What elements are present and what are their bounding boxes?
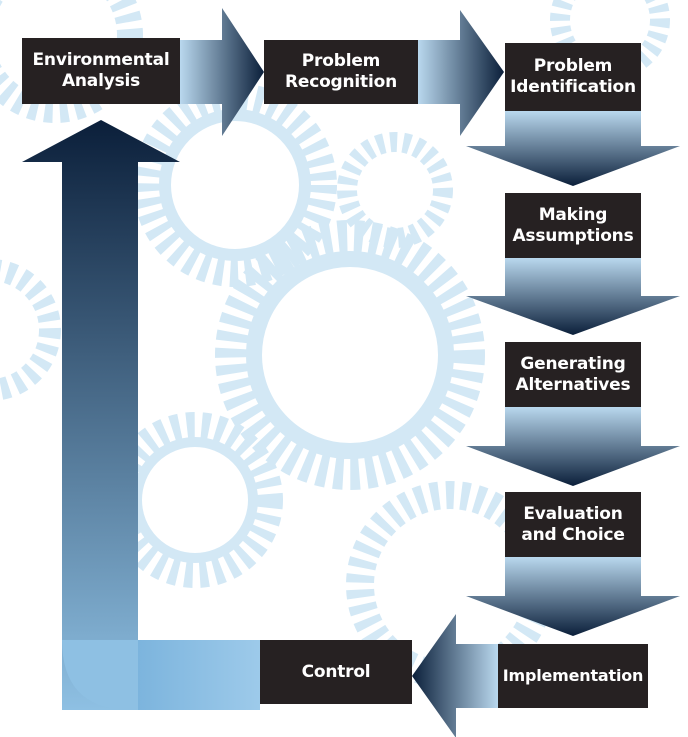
gear-icon [107, 412, 283, 588]
arrow-to-implementation [466, 557, 680, 636]
step-implementation: Implementation [498, 644, 648, 708]
arrow-to-problem-identification [418, 10, 504, 136]
arrow-to-making-assumptions [466, 111, 680, 186]
return-path-up-arrow [22, 120, 180, 710]
gear-icon [0, 0, 143, 123]
arrow-to-generating-alternatives [466, 258, 680, 335]
gear-icon [133, 83, 337, 287]
gear-icon [215, 220, 485, 490]
arrow-to-problem-recognition [180, 8, 264, 136]
arrow-to-control [412, 614, 498, 737]
arrow-to-evaluation-and-choice [466, 407, 680, 486]
step-control: Control [260, 640, 412, 704]
gear-icon [0, 259, 61, 401]
gear-icon [337, 132, 453, 248]
